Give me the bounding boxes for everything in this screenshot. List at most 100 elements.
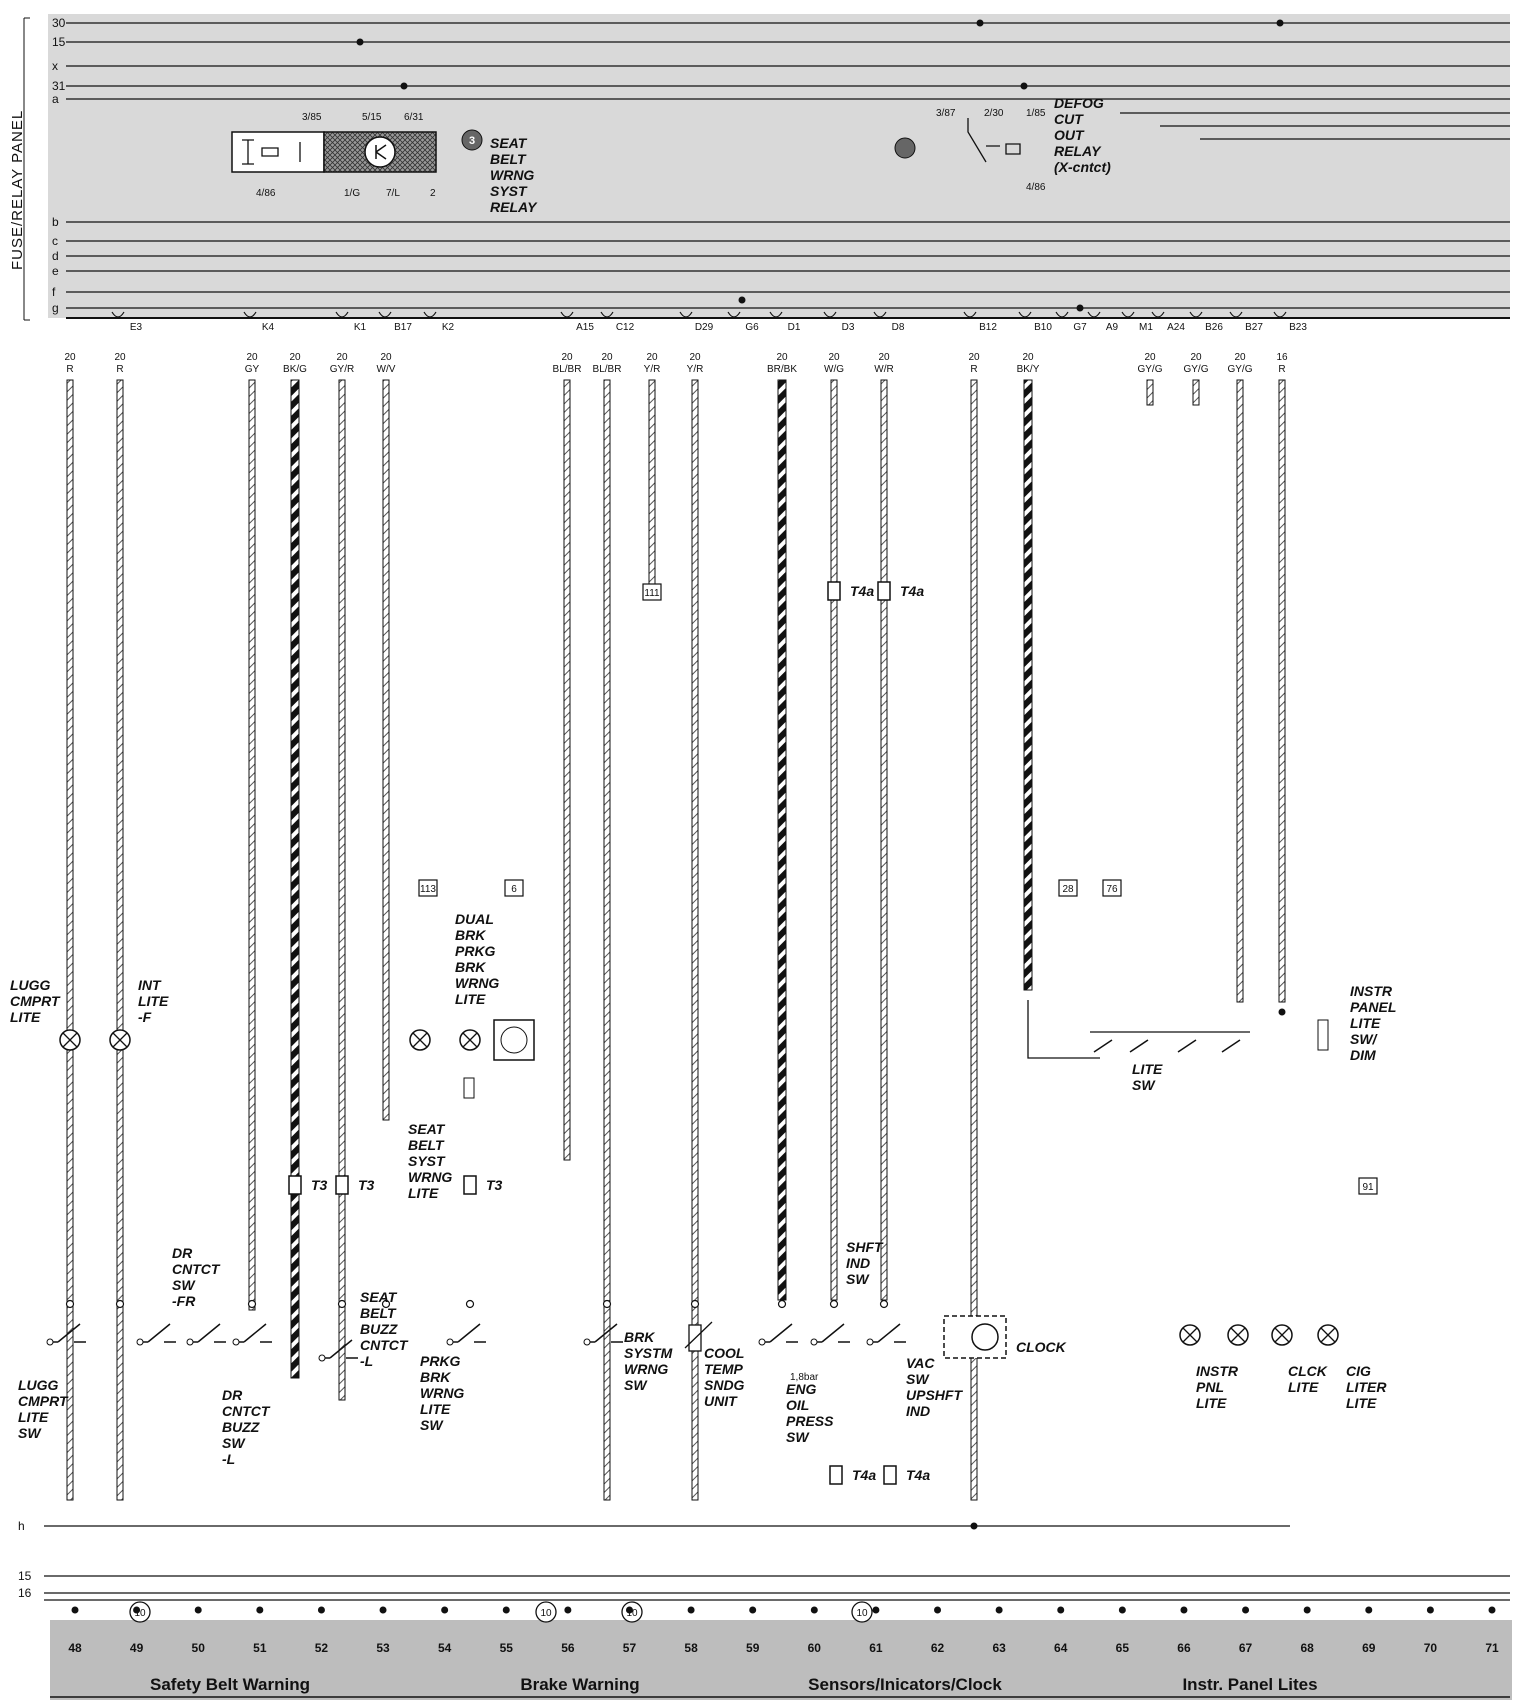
connector-label-D3: D3	[842, 322, 855, 333]
column-dot-62	[934, 1606, 942, 1614]
connector-D1	[769, 311, 783, 318]
wire-color-16: GY/G	[1183, 364, 1208, 375]
column-dot-51	[256, 1606, 264, 1614]
label-instr-panel-sw-line-4: DIM	[1350, 1047, 1376, 1063]
label-seat-belt-buzz-line-1: BELT	[360, 1305, 397, 1321]
ring-b-2	[247, 1299, 257, 1309]
connector-label-G6: G6	[745, 322, 759, 333]
tconn-1	[827, 581, 841, 601]
resistor	[463, 1077, 475, 1099]
column-69: 69	[1362, 1641, 1376, 1655]
label-dr-cntct-buzz-line-3: SW	[222, 1435, 246, 1451]
lamp-dual-brk-x	[462, 1032, 478, 1048]
label-dr-cntct-buzz-line-2: BUZZ	[222, 1419, 260, 1435]
label-lugg-lite-line-0: LUGG	[10, 977, 51, 993]
switch-vac-pt	[866, 1338, 874, 1346]
ground-marker-3-text: 10	[856, 1608, 868, 1619]
label-eng-oil-line-2: PRESS	[786, 1413, 834, 1429]
label-brk-systm-line-1: SYSTM	[624, 1345, 673, 1361]
wire-gauge-2: 20	[246, 352, 258, 363]
wire-color-7: BL/BR	[593, 364, 622, 375]
bus-c: c	[52, 234, 58, 248]
top-bus-lines	[66, 22, 1510, 319]
label-seat-belt-lite-line-3: WRNG	[408, 1169, 452, 1185]
label-dual-brk-line-5: LITE	[455, 991, 486, 1007]
wire-16	[1192, 379, 1200, 406]
connector-label-M1: M1	[1139, 322, 1153, 333]
tconn-2-label: T4a	[900, 583, 924, 599]
label-seat-belt-buzz-line-4: -L	[360, 1353, 373, 1369]
label-vac-sw-line-0: VAC	[906, 1355, 935, 1371]
switch-shft	[816, 1323, 850, 1343]
label-cool-temp-line-1: TEMP	[704, 1361, 744, 1377]
label-lugg-sw-line-1: CMPRT	[18, 1393, 69, 1409]
wire-color-17: GY/G	[1227, 364, 1252, 375]
wire-gauge-12: 20	[878, 352, 890, 363]
tconn-5-label: T3	[486, 1177, 503, 1193]
label-seat-belt-relay-line-0: SEAT	[490, 135, 528, 151]
label-dr-cntct-buzz-line-0: DR	[222, 1387, 243, 1403]
ground-marker-0-text: 10	[134, 1608, 146, 1619]
junction-4	[1020, 82, 1028, 90]
footer-bar	[50, 1620, 1512, 1700]
wire-gauge-10: 20	[776, 352, 788, 363]
ref-111-text: 111	[644, 588, 660, 599]
ref-28-text: 28	[1062, 884, 1074, 895]
section-sensors: Sensors/Inicators/Clock	[808, 1675, 1002, 1694]
wire-17	[1236, 379, 1244, 1003]
connector-label-B26: B26	[1205, 322, 1223, 333]
wire-color-3: BK/G	[283, 364, 307, 375]
switch-prkg-brk-pt	[446, 1338, 454, 1346]
wire-gauge-8: 20	[646, 352, 658, 363]
bus-b: b	[52, 215, 59, 229]
label-seat-belt-lite-line-2: SYST	[408, 1153, 446, 1169]
label-seat-belt-relay-line-3: SYST	[490, 183, 528, 199]
wire-color-9: Y/R	[687, 364, 704, 375]
label-int-lite-line-2: -F	[138, 1009, 152, 1025]
ring-b-5	[465, 1299, 475, 1309]
label-lugg-sw-line-2: LITE	[18, 1409, 49, 1425]
label-dual-brk-line-4: WRNG	[455, 975, 499, 991]
section-brake: Brake Warning	[520, 1675, 639, 1694]
tconn-5	[463, 1175, 477, 1195]
label-int-lite-line-1: LITE	[138, 993, 169, 1009]
wire-12	[880, 379, 888, 1301]
column-dot-49	[133, 1606, 141, 1614]
column-58: 58	[684, 1641, 698, 1655]
column-50: 50	[192, 1641, 206, 1655]
label-shft-ind-line-0: SHFT	[846, 1239, 884, 1255]
label-dr-cntct-fr-line-3: -FR	[172, 1293, 196, 1309]
column-60: 60	[808, 1641, 822, 1655]
relay-timer-icon	[364, 136, 396, 168]
ref-91	[1358, 1177, 1378, 1195]
label-dual-brk-line-0: DUAL	[455, 911, 494, 927]
label-lugg-lite-line-1: CMPRT	[10, 993, 61, 1009]
label-oil-bar: 1,8bar	[790, 1372, 819, 1383]
connector-D3	[823, 311, 837, 318]
wire-gauge-15: 20	[1144, 352, 1156, 363]
column-dot-70	[1426, 1606, 1434, 1614]
wire-gauge-11: 20	[828, 352, 840, 363]
column-63: 63	[992, 1641, 1006, 1655]
ref-76-text: 76	[1106, 884, 1118, 895]
wire-color-6: BL/BR	[553, 364, 582, 375]
label-seat-belt-lite-line-1: BELT	[408, 1137, 445, 1153]
switch-brk-systm-pt	[583, 1338, 591, 1346]
connector-K2	[423, 311, 437, 318]
column-dot-55	[502, 1606, 510, 1614]
label-seat-belt-lite-line-0: SEAT	[408, 1121, 446, 1137]
label-shft-ind-line-2: SW	[846, 1271, 870, 1287]
column-71: 71	[1485, 1641, 1499, 1655]
switch-dr-buzz-2	[238, 1323, 272, 1343]
label-vac-sw-line-1: SW	[906, 1371, 930, 1387]
label-cool-temp-line-2: SNDG	[704, 1377, 745, 1393]
label-brk-systm-line-2: WRNG	[624, 1361, 668, 1377]
wire-color-13: R	[970, 364, 977, 375]
label-lite-sw-line-1: SW	[1132, 1077, 1156, 1093]
wire-7	[603, 379, 611, 1501]
wire-2	[248, 379, 256, 1311]
switch-dr-buzz-2-pt	[232, 1338, 240, 1346]
label-brk-systm-line-0: BRK	[624, 1329, 655, 1345]
